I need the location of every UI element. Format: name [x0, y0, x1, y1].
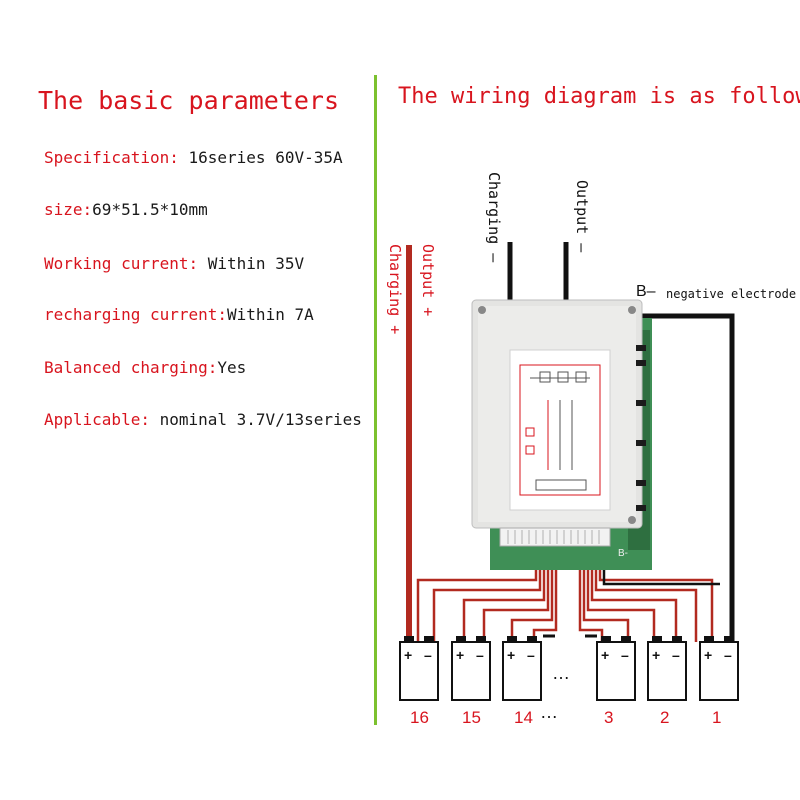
param-value: Yes [217, 358, 247, 377]
cell-number: 14 [514, 708, 533, 727]
param-label: Balanced charging: [44, 358, 218, 377]
param-applicable: Applicable: nominal 3.7V/13series [44, 410, 362, 429]
svg-text:–: – [424, 647, 432, 663]
svg-text:+: + [601, 647, 609, 663]
cell-number-ellipsis: … [540, 702, 558, 722]
param-value: 16series 60V-35A [188, 148, 343, 167]
cell-number: 2 [660, 708, 670, 727]
svg-text:–: – [724, 647, 732, 663]
battery-cell: + – [699, 636, 739, 701]
svg-text:+: + [652, 647, 660, 663]
param-value: nominal 3.7V/13series [159, 410, 362, 429]
cell-number: 3 [604, 708, 614, 727]
battery-cell: + – [399, 636, 439, 701]
negative-electrode-label: negative electrode [666, 287, 797, 301]
cells-ellipsis: … [552, 663, 570, 683]
wiring-title: The wiring diagram is as follows [398, 84, 800, 109]
balance-connector [499, 527, 611, 547]
param-value: Within 7A [227, 305, 314, 324]
battery-cell: + – [451, 636, 491, 701]
param-size: size:69*51.5*10mm [44, 200, 208, 219]
output-plus-label: Output + [419, 244, 437, 317]
balance-wires [416, 570, 714, 642]
battery-cell: + – [647, 636, 687, 701]
section-divider [374, 75, 377, 725]
param-value: 69*51.5*10mm [92, 200, 208, 219]
cell-number: 15 [462, 708, 481, 727]
param-label: Applicable: [44, 410, 160, 429]
svg-text:+: + [704, 647, 712, 663]
board-b-minus-mark: B- [618, 548, 628, 559]
param-value: Within 35V [207, 254, 305, 273]
cell-number: 1 [712, 708, 722, 727]
battery-cell: + – [596, 636, 636, 701]
param-recharging-current: recharging current:Within 7A [44, 305, 314, 324]
svg-text:–: – [476, 647, 484, 663]
svg-text:–: – [672, 647, 680, 663]
cell-number: 16 [410, 708, 429, 727]
param-label: Specification: [44, 148, 189, 167]
b-minus-wire [640, 313, 735, 642]
svg-text:–: – [527, 647, 535, 663]
param-label: size: [44, 200, 93, 219]
param-working-current: Working current: Within 35V [44, 254, 304, 273]
parameters-title: The basic parameters [38, 86, 340, 115]
svg-text:+: + [456, 647, 464, 663]
output-minus-label: Output – [573, 180, 591, 253]
param-specification: Specification: 16series 60V-35A [44, 148, 343, 167]
battery-cell: + – [502, 636, 542, 701]
svg-text:+: + [404, 647, 412, 663]
param-label: Working current: [44, 254, 208, 273]
param-label: recharging current: [44, 305, 228, 324]
b-minus-label: B– [636, 283, 656, 300]
charging-plus-label: Charging + [386, 244, 404, 335]
svg-text:+: + [507, 647, 515, 663]
param-balanced-charging: Balanced charging:Yes [44, 358, 246, 377]
battery-cells: + – + – + – + – + – [399, 636, 739, 701]
charging-minus-label: Charging – [485, 172, 503, 263]
svg-text:–: – [621, 647, 629, 663]
